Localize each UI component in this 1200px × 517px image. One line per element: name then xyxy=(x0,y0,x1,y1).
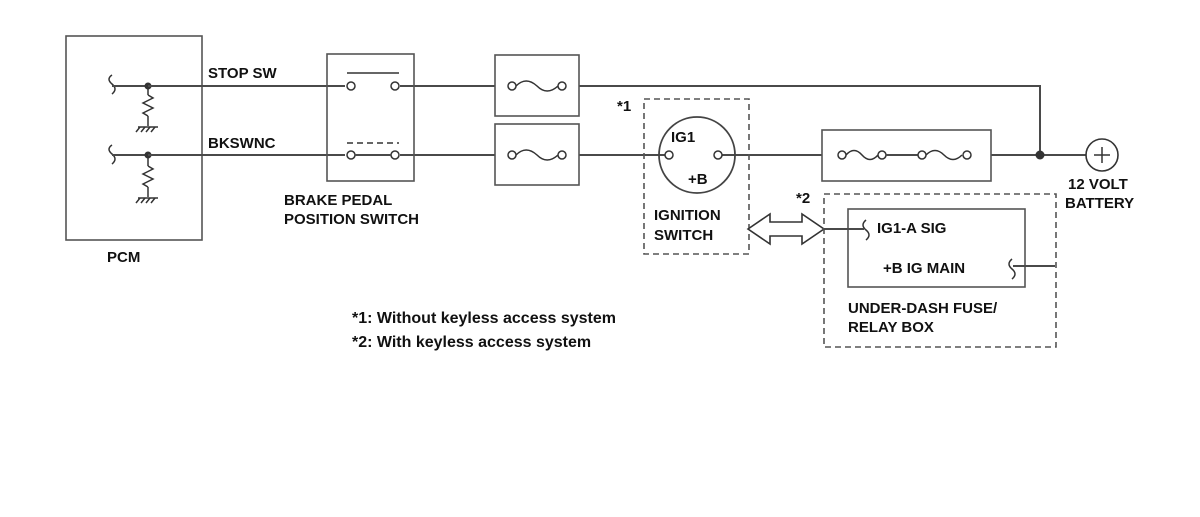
ignition-switch-label-1: IGNITION xyxy=(654,207,721,224)
brake-pedal-position-switch: BRAKE PEDAL POSITION SWITCH xyxy=(284,53,419,228)
b-ig-main-label: +B IG MAIN xyxy=(883,260,965,277)
ignition-switch-label-2: SWITCH xyxy=(654,227,713,244)
fuse-box-label-1: UNDER-DASH FUSE/ xyxy=(848,300,998,317)
ig1-terminal-label: IG1 xyxy=(671,129,695,146)
fuse-box-dashed-outline xyxy=(823,193,1057,348)
fuse-box-label-2: RELAY BOX xyxy=(848,319,934,336)
fuse-lower xyxy=(494,123,580,186)
pcm-box xyxy=(65,35,203,241)
bkswnc-label: BKSWNC xyxy=(208,135,276,152)
battery-junction xyxy=(1035,150,1045,160)
fuse-element-lower xyxy=(515,149,559,161)
brake-switch-label-2: POSITION SWITCH xyxy=(284,211,419,228)
fuse-upper xyxy=(494,54,580,117)
stop-sw-label: STOP SW xyxy=(208,65,277,82)
battery-label-1: 12 VOLT xyxy=(1068,176,1128,193)
ignition-switch: *1 IG1 +B IGNITION SWITCH xyxy=(617,98,750,255)
pcm-resistor-lower xyxy=(141,165,155,188)
pcm-resistor-upper xyxy=(141,94,155,117)
brake-switch-label-1: BRAKE PEDAL xyxy=(284,192,392,209)
ig1a-sig-label: IG1-A SIG xyxy=(877,220,946,237)
brake-switch-box xyxy=(326,53,415,182)
pcm-module: PCM xyxy=(65,35,203,266)
stop-sw-wire xyxy=(148,85,1041,155)
note-2: *2: With keyless access system xyxy=(352,334,591,351)
fuse-double xyxy=(821,129,992,182)
pcm-connector-upper xyxy=(108,74,116,95)
battery-label-2: BATTERY xyxy=(1065,195,1134,212)
ignition-marker: *1 xyxy=(617,98,631,115)
ignition-switch-circle xyxy=(658,116,736,194)
ignition-switch-dashed-box xyxy=(643,98,750,255)
ig1a-connector xyxy=(862,219,870,241)
note-1: *1: Without keyless access system xyxy=(352,310,616,327)
fuse-box-marker: *2 xyxy=(796,190,810,207)
double-arrow-icon xyxy=(746,212,826,246)
fuse-element-upper xyxy=(515,80,559,92)
pcm-label: PCM xyxy=(107,249,140,266)
b-ig-main-connector xyxy=(1008,258,1016,280)
fuse-box-inner xyxy=(847,208,1026,288)
battery: 12 VOLT BATTERY xyxy=(1065,138,1134,212)
plus-b-terminal-label: +B xyxy=(688,171,708,188)
under-dash-fuse-relay-box: *2 IG1-A SIG +B IG MAIN UNDER-DASH FUSE/… xyxy=(796,190,1057,348)
